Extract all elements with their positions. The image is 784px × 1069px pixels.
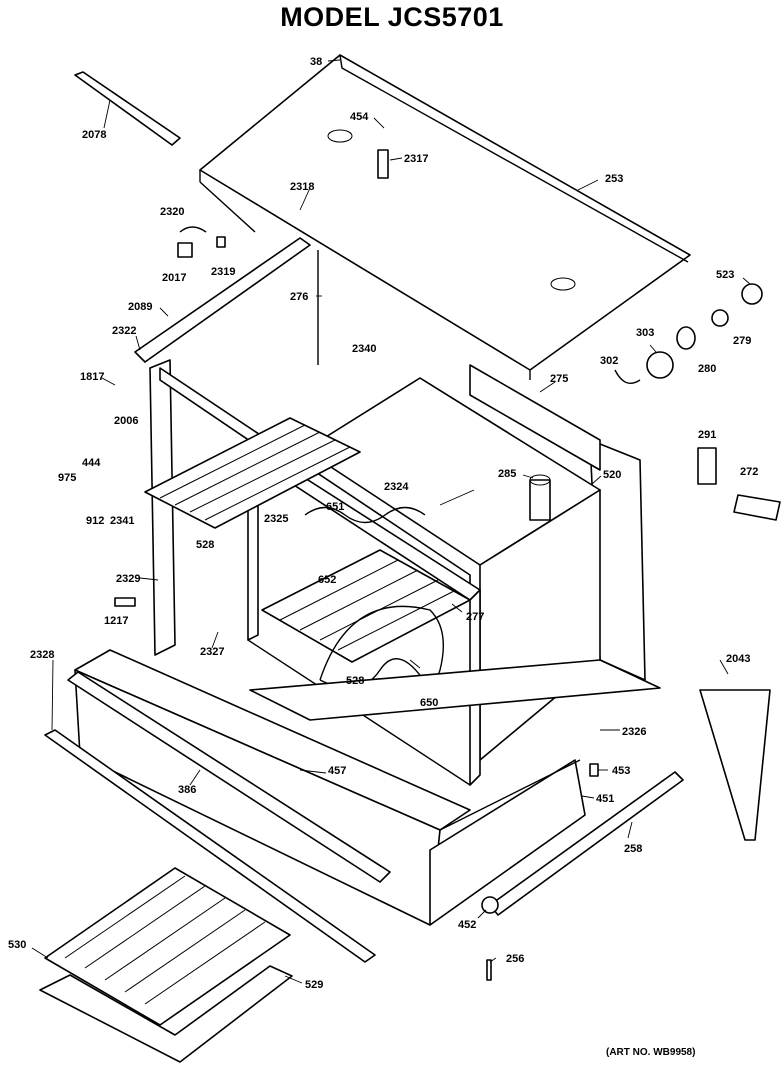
callout-520: 520 <box>603 469 621 481</box>
right-frame <box>469 364 646 681</box>
callout-2341: 2341 <box>110 515 134 527</box>
lamp-socket-279 <box>711 309 729 327</box>
callout-279: 279 <box>733 335 751 347</box>
callout-528-lower: 528 <box>346 675 364 687</box>
callout-2319: 2319 <box>211 266 235 278</box>
callout-650: 650 <box>420 697 438 709</box>
callout-2317: 2317 <box>404 153 428 165</box>
callout-276: 276 <box>290 291 308 303</box>
terminal-block-272 <box>733 494 781 521</box>
callout-2329: 2329 <box>116 573 140 585</box>
callout-2324: 2324 <box>384 481 409 493</box>
callout-2322: 2322 <box>112 325 136 337</box>
callout-2078: 2078 <box>82 129 106 141</box>
callout-444: 444 <box>82 457 101 469</box>
callout-651: 651 <box>326 501 344 513</box>
lamp-bulb-280 <box>676 326 696 350</box>
callout-1817: 1817 <box>80 371 104 383</box>
wire-302 <box>614 369 641 384</box>
callout-912: 912 <box>86 515 104 527</box>
clip-453 <box>589 763 599 777</box>
clip-2319 <box>216 236 226 248</box>
callout-2325: 2325 <box>264 513 288 525</box>
broiler-pan <box>39 965 293 1063</box>
top-panel <box>199 54 691 380</box>
callout-256: 256 <box>506 953 524 965</box>
callout-302: 302 <box>600 355 618 367</box>
callout-451: 451 <box>596 793 614 805</box>
callout-labels: 38 454 2317 253 2078 2318 2320 2017 2319… <box>8 56 758 991</box>
bracket-2078 <box>74 71 181 146</box>
callout-2326: 2326 <box>622 726 646 738</box>
leader-lines <box>31 59 751 984</box>
callout-452: 452 <box>458 919 476 931</box>
drawer-handle <box>67 671 391 883</box>
callout-303: 303 <box>636 327 654 339</box>
clip-2017 <box>177 242 193 258</box>
callout-275: 275 <box>550 373 568 385</box>
callout-529: 529 <box>305 979 323 991</box>
callout-1217: 1217 <box>104 615 128 627</box>
callout-280: 280 <box>698 363 716 375</box>
art-number: (ART NO. WB9958) <box>606 1047 696 1058</box>
callout-386: 386 <box>178 784 196 796</box>
upper-rack <box>144 417 361 529</box>
lower-rack <box>261 549 471 663</box>
callout-253: 253 <box>605 173 623 185</box>
callout-453: 453 <box>612 765 630 777</box>
callout-277: 277 <box>466 611 484 623</box>
callout-272: 272 <box>740 466 758 478</box>
callout-975: 975 <box>58 472 76 484</box>
drawer-trim <box>44 729 376 963</box>
lamp-cover-303 <box>646 351 674 379</box>
leveling-leg-256 <box>486 959 492 981</box>
callout-291: 291 <box>698 429 716 441</box>
callout-2089: 2089 <box>128 301 152 313</box>
clip-2320 <box>179 226 207 233</box>
callout-258: 258 <box>624 843 642 855</box>
callout-523: 523 <box>716 269 734 281</box>
callout-2017: 2017 <box>162 272 186 284</box>
diagram-title: MODEL JCS5701 <box>280 2 504 32</box>
broiler-pan-grid <box>44 867 291 1026</box>
bracket-291 <box>697 447 717 485</box>
callout-2320: 2320 <box>160 206 184 218</box>
callout-285: 285 <box>498 468 516 480</box>
callout-2340: 2340 <box>352 343 376 355</box>
bottom-panel <box>249 659 661 721</box>
broil-element <box>304 506 426 524</box>
callout-2043: 2043 <box>726 653 750 665</box>
front-frame-strip <box>134 237 311 363</box>
callout-530: 530 <box>8 939 26 951</box>
callout-528-upper: 528 <box>196 539 214 551</box>
callout-652: 652 <box>318 574 336 586</box>
callout-457: 457 <box>328 765 346 777</box>
bumper-452 <box>481 896 499 914</box>
callout-2318: 2318 <box>290 181 314 193</box>
callout-2328: 2328 <box>30 649 54 661</box>
callout-454: 454 <box>350 111 369 123</box>
callout-2006: 2006 <box>114 415 138 427</box>
knob-523 <box>741 283 763 305</box>
side-bracket-2043 <box>699 689 771 841</box>
callout-2327: 2327 <box>200 646 224 658</box>
callout-38: 38 <box>310 56 322 68</box>
clip-1217 <box>114 597 136 607</box>
